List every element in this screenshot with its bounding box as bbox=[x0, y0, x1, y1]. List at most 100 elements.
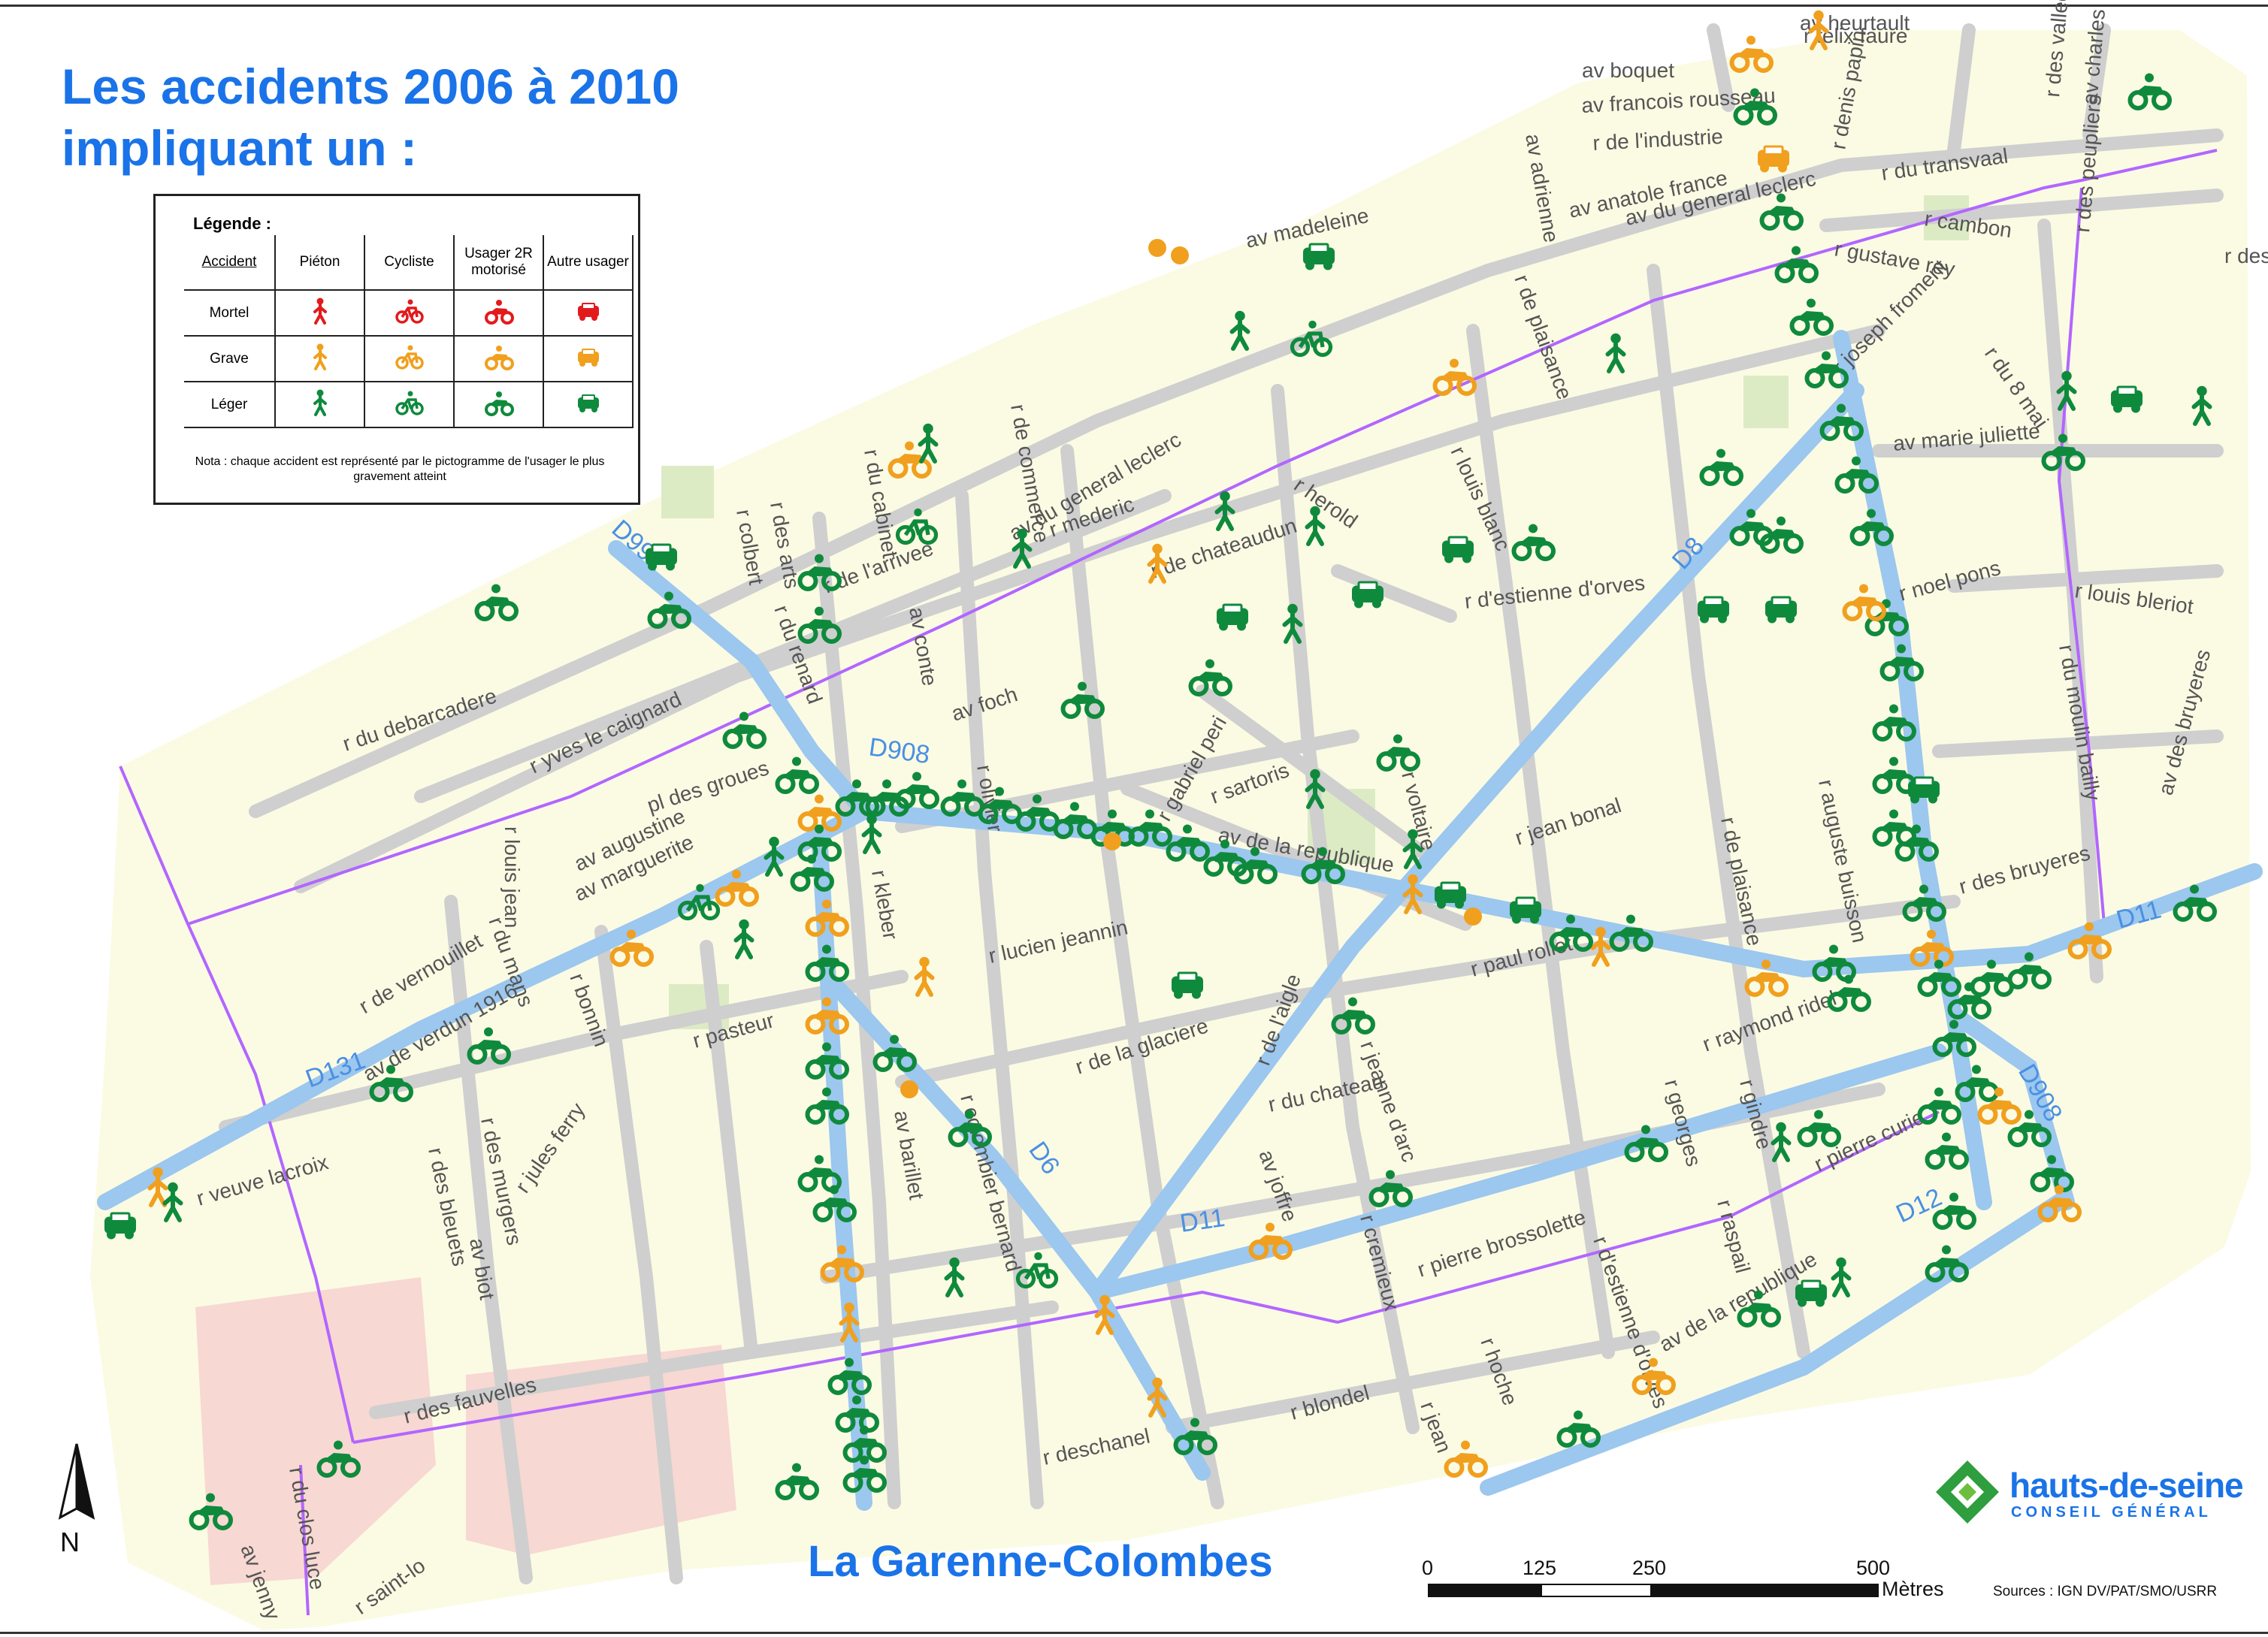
motorcycle-icon[interactable] bbox=[895, 772, 939, 809]
motorcycle-icon[interactable] bbox=[940, 779, 984, 817]
motorcycle-icon[interactable] bbox=[2030, 1155, 2074, 1192]
car-icon[interactable] bbox=[1217, 603, 1248, 631]
motorcycle-icon[interactable] bbox=[842, 1425, 887, 1463]
motorcycle-icon[interactable] bbox=[1331, 997, 1375, 1034]
pedestrian-icon[interactable] bbox=[162, 1182, 183, 1222]
motorcycle-icon[interactable] bbox=[1733, 88, 1777, 125]
motorcycle-icon[interactable] bbox=[715, 869, 759, 907]
pedestrian-icon[interactable] bbox=[1229, 310, 1250, 351]
motorcycle-icon[interactable] bbox=[872, 1034, 917, 1072]
motorcycle-icon[interactable] bbox=[978, 787, 1022, 824]
motorcycle-icon[interactable] bbox=[1804, 351, 1849, 388]
motorcycle-icon[interactable] bbox=[467, 1027, 511, 1065]
pedestrian-icon[interactable] bbox=[1305, 506, 1326, 546]
car-icon[interactable] bbox=[1698, 596, 1729, 624]
car-icon[interactable] bbox=[1758, 145, 1789, 173]
motorcycle-icon[interactable] bbox=[805, 997, 849, 1034]
pedestrian-icon[interactable] bbox=[764, 836, 785, 877]
motorcycle-icon[interactable] bbox=[775, 1463, 819, 1500]
motorcycle-icon[interactable] bbox=[797, 794, 842, 832]
motorcycle-icon[interactable] bbox=[1902, 884, 1946, 922]
motorcycle-icon[interactable] bbox=[1609, 914, 1653, 952]
pedestrian-icon[interactable] bbox=[1590, 926, 1611, 967]
motorcycle-icon[interactable] bbox=[2127, 73, 2172, 110]
motorcycle-icon[interactable] bbox=[1917, 959, 1961, 997]
motorcycle-icon[interactable] bbox=[797, 606, 842, 644]
motorcycle-icon[interactable] bbox=[1932, 1019, 1976, 1057]
motorcycle-icon[interactable] bbox=[888, 441, 932, 479]
motorcycle-icon[interactable] bbox=[1248, 1222, 1293, 1260]
motorcycle-icon[interactable] bbox=[1128, 809, 1172, 847]
motorcycle-icon[interactable] bbox=[369, 1065, 413, 1102]
car-icon[interactable] bbox=[2111, 385, 2143, 413]
motorcycle-icon[interactable] bbox=[1842, 584, 1886, 621]
car-icon[interactable] bbox=[1435, 881, 1466, 909]
motorcycle-icon[interactable] bbox=[2067, 922, 2112, 959]
bicycle-icon[interactable] bbox=[677, 883, 721, 921]
motorcycle-icon[interactable] bbox=[1834, 456, 1879, 494]
motorcycle-icon[interactable] bbox=[1173, 1418, 1217, 1455]
motorcycle-icon[interactable] bbox=[1511, 524, 1556, 561]
pedestrian-icon[interactable] bbox=[2056, 370, 2077, 411]
motorcycle-icon[interactable] bbox=[948, 1110, 992, 1147]
accident-marker-dot[interactable] bbox=[900, 1080, 918, 1098]
motorcycle-icon[interactable] bbox=[835, 779, 879, 817]
motorcycle-icon[interactable] bbox=[1060, 681, 1105, 719]
motorcycle-icon[interactable] bbox=[827, 1358, 872, 1395]
motorcycle-icon[interactable] bbox=[1977, 1087, 2022, 1125]
motorcycle-icon[interactable] bbox=[805, 899, 849, 937]
motorcycle-icon[interactable] bbox=[1744, 959, 1789, 997]
motorcycle-icon[interactable] bbox=[1203, 839, 1247, 877]
car-icon[interactable] bbox=[646, 543, 677, 571]
motorcycle-icon[interactable] bbox=[1774, 246, 1819, 283]
motorcycle-icon[interactable] bbox=[805, 1087, 849, 1125]
pedestrian-icon[interactable] bbox=[1214, 491, 1235, 531]
pedestrian-icon[interactable] bbox=[1402, 874, 1423, 914]
pedestrian-icon[interactable] bbox=[1012, 528, 1033, 569]
motorcycle-icon[interactable] bbox=[1759, 516, 1804, 554]
motorcycle-icon[interactable] bbox=[805, 944, 849, 982]
motorcycle-icon[interactable] bbox=[1872, 704, 1916, 741]
motorcycle-icon[interactable] bbox=[1932, 1192, 1976, 1230]
car-icon[interactable] bbox=[104, 1212, 136, 1240]
pedestrian-icon[interactable] bbox=[1305, 769, 1326, 809]
motorcycle-icon[interactable] bbox=[1910, 929, 1954, 967]
motorcycle-icon[interactable] bbox=[1549, 914, 1593, 952]
motorcycle-icon[interactable] bbox=[1872, 757, 1916, 794]
pedestrian-icon[interactable] bbox=[1147, 1377, 1168, 1418]
pedestrian-icon[interactable] bbox=[1808, 10, 1829, 50]
pedestrian-icon[interactable] bbox=[733, 919, 754, 959]
pedestrian-icon[interactable] bbox=[944, 1257, 965, 1297]
motorcycle-icon[interactable] bbox=[647, 591, 691, 629]
motorcycle-icon[interactable] bbox=[1925, 1132, 1969, 1170]
bicycle-icon[interactable] bbox=[895, 508, 939, 545]
motorcycle-icon[interactable] bbox=[316, 1440, 361, 1478]
accident-marker-dot[interactable] bbox=[1148, 239, 1166, 257]
motorcycle-icon[interactable] bbox=[722, 711, 767, 749]
pedestrian-icon[interactable] bbox=[147, 1167, 168, 1207]
motorcycle-icon[interactable] bbox=[1879, 644, 1924, 681]
motorcycle-icon[interactable] bbox=[1819, 403, 1864, 441]
motorcycle-icon[interactable] bbox=[2041, 433, 2085, 471]
motorcycle-icon[interactable] bbox=[1737, 1290, 1781, 1327]
pedestrian-icon[interactable] bbox=[1402, 829, 1423, 869]
motorcycle-icon[interactable] bbox=[1895, 824, 1939, 862]
accident-marker-dot[interactable] bbox=[1103, 832, 1121, 850]
car-icon[interactable] bbox=[1765, 596, 1797, 624]
pedestrian-icon[interactable] bbox=[1771, 1122, 1792, 1162]
motorcycle-icon[interactable] bbox=[1925, 1245, 1969, 1282]
motorcycle-icon[interactable] bbox=[1759, 193, 1804, 231]
motorcycle-icon[interactable] bbox=[1368, 1170, 1413, 1207]
motorcycle-icon[interactable] bbox=[2007, 1110, 2052, 1147]
motorcycle-icon[interactable] bbox=[1301, 847, 1345, 884]
pedestrian-icon[interactable] bbox=[1282, 603, 1303, 644]
motorcycle-icon[interactable] bbox=[1444, 1440, 1488, 1478]
pedestrian-icon[interactable] bbox=[1831, 1257, 1852, 1297]
motorcycle-icon[interactable] bbox=[1624, 1125, 1668, 1162]
pedestrian-icon[interactable] bbox=[1605, 333, 1626, 373]
motorcycle-icon[interactable] bbox=[1556, 1410, 1601, 1448]
motorcycle-icon[interactable] bbox=[835, 1395, 879, 1433]
motorcycle-icon[interactable] bbox=[812, 1185, 857, 1222]
motorcycle-icon[interactable] bbox=[1827, 974, 1871, 1012]
